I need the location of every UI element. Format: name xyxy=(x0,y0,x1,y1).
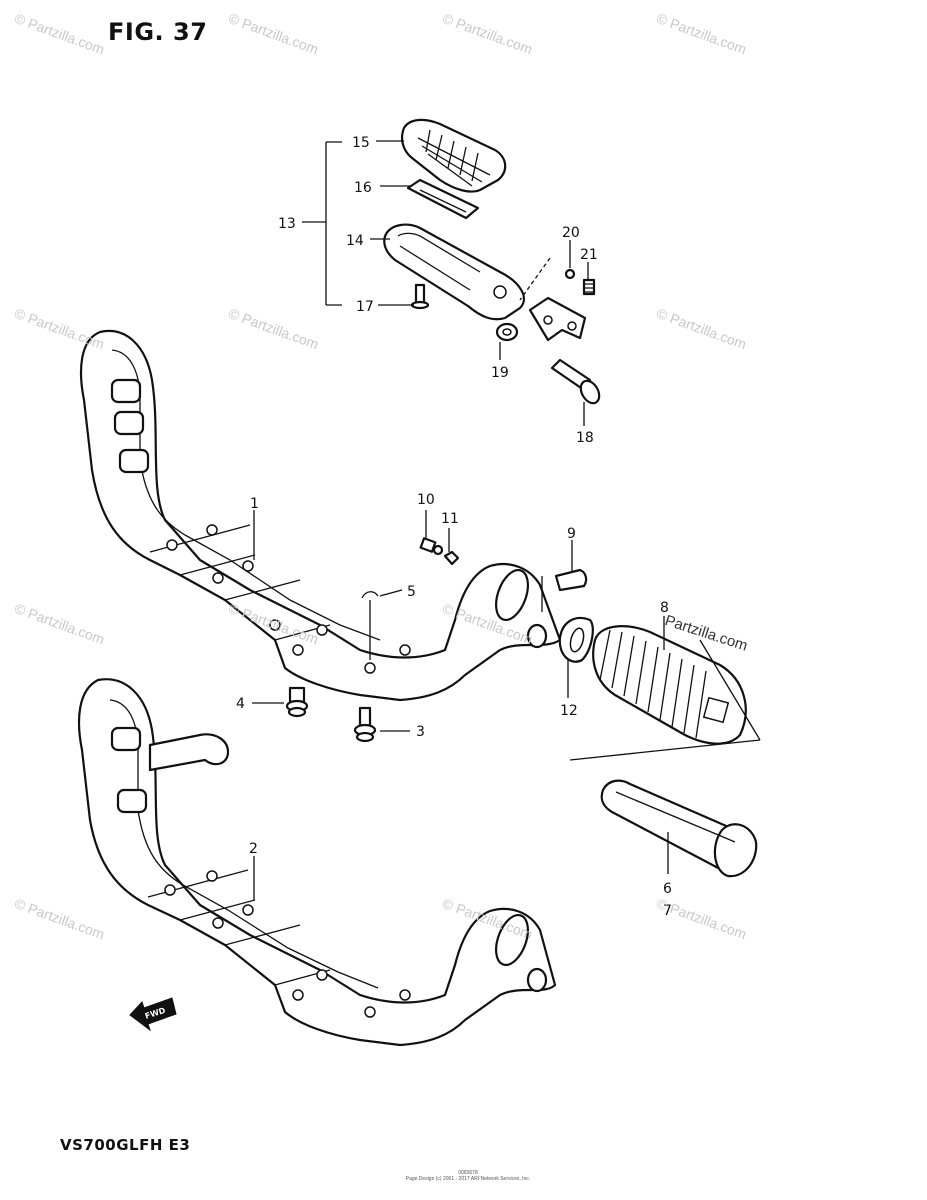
washer-19[interactable] xyxy=(495,322,519,342)
callout-4: 4 xyxy=(236,696,245,712)
spring-21[interactable] xyxy=(582,278,596,296)
callout-17: 17 xyxy=(356,299,374,315)
footrest-bracket-14[interactable] xyxy=(383,223,525,321)
footer-code: 0083678 xyxy=(458,1170,478,1176)
callout-9: 9 xyxy=(567,526,576,542)
callout-12: 12 xyxy=(560,703,578,719)
nut-11[interactable] xyxy=(443,550,460,566)
callout-3: 3 xyxy=(416,724,425,740)
footrest-plate-16[interactable] xyxy=(406,178,480,220)
callout-6: 6 xyxy=(663,881,672,897)
callout-11: 11 xyxy=(441,511,459,527)
bolt-17[interactable] xyxy=(410,283,430,310)
callout-14: 14 xyxy=(346,233,364,249)
callout-8: 8 xyxy=(660,600,669,616)
pin-18[interactable] xyxy=(550,358,603,406)
footrest-bracket-upper[interactable] xyxy=(79,329,562,702)
footrest-rubber-15[interactable] xyxy=(401,118,507,193)
dashed-guide-13 xyxy=(519,257,551,301)
figure-title: FIG. 37 xyxy=(108,18,208,46)
bolt-4[interactable] xyxy=(285,686,309,718)
assembly-guide-lines xyxy=(569,639,761,761)
mount-bracket[interactable] xyxy=(528,296,587,342)
callout-7: 7 xyxy=(663,903,672,919)
callout-10: 10 xyxy=(417,492,435,508)
callout-5: 5 xyxy=(407,584,416,600)
model-code: VS700GLFH E3 xyxy=(60,1136,191,1154)
footpeg-rubber-8[interactable] xyxy=(592,625,747,745)
footpeg-6-7[interactable] xyxy=(600,779,758,878)
footrest-bracket-lower[interactable] xyxy=(77,678,557,1047)
ball-20[interactable] xyxy=(564,268,576,280)
rubber-washer-12[interactable] xyxy=(558,616,594,663)
callout-19: 19 xyxy=(491,365,509,381)
fwd-arrow-icon: FWD xyxy=(129,997,177,1032)
clip-5[interactable] xyxy=(361,591,379,599)
page-footer: 0083678 Page Design (c) 2001 - 2017 ARI … xyxy=(398,1170,538,1182)
callout-numbers: 1 2 3 4 5 6 7 8 9 10 11 12 13 14 15 16 1… xyxy=(236,135,672,919)
bolt-10[interactable] xyxy=(419,537,444,556)
callout-13: 13 xyxy=(278,216,296,232)
callout-21: 21 xyxy=(580,247,598,263)
bolt-3[interactable] xyxy=(353,706,377,743)
callout-2: 2 xyxy=(249,841,258,857)
callout-18: 18 xyxy=(576,430,594,446)
callout-15: 15 xyxy=(352,135,370,151)
callout-1: 1 xyxy=(250,496,259,512)
callout-16: 16 xyxy=(354,180,372,196)
cap-9[interactable] xyxy=(554,568,588,592)
leader-lines xyxy=(252,140,669,900)
footer-copyright: Page Design (c) 2001 - 2017 ARI Network … xyxy=(405,1176,531,1182)
callout-20: 20 xyxy=(562,225,580,241)
